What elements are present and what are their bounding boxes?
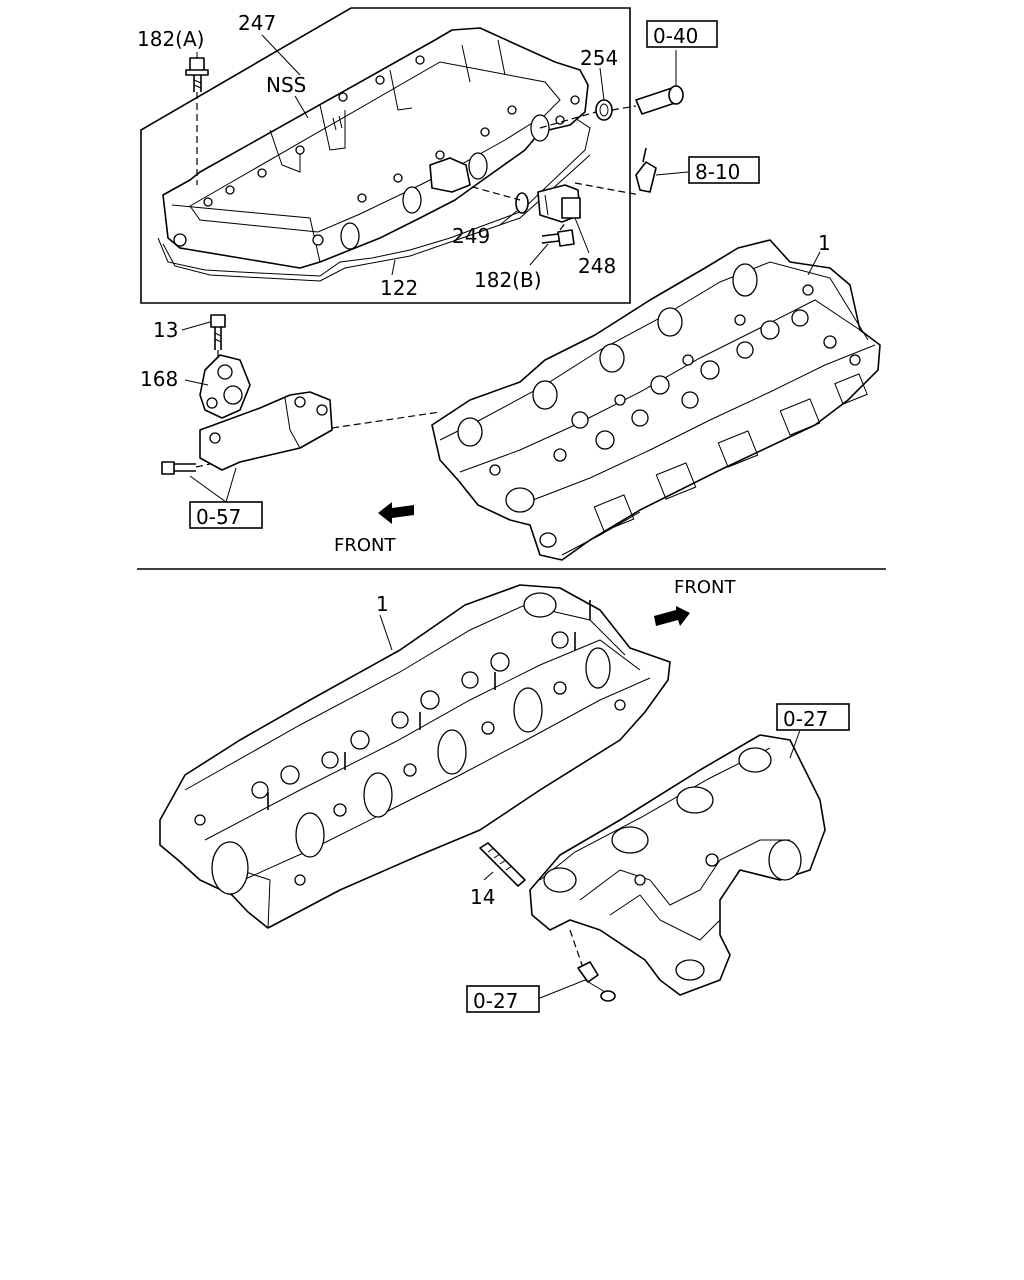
label-1-bottom: 1: [376, 592, 389, 616]
front-arrow-bottom: [654, 606, 690, 626]
label-14: 14: [470, 885, 495, 909]
ref-0-40[interactable]: 0-40: [646, 20, 718, 48]
ref-8-10-text: 8-10: [695, 160, 740, 184]
o-ring-249-icon: [515, 192, 529, 214]
label-122: 122: [380, 276, 418, 300]
label-168: 168: [140, 367, 178, 391]
lifting-bracket-icon: [199, 391, 333, 471]
label-254: 254: [580, 46, 618, 70]
label-248: 248: [578, 254, 616, 278]
part-number-labels: 182(A) 247 NSS 254 249 248 182(B) 122 1 …: [137, 11, 831, 909]
label-182a: 182(A): [137, 27, 204, 51]
label-249: 249: [452, 224, 490, 248]
front-label-top: FRONT: [334, 535, 396, 556]
label-1-top: 1: [818, 231, 831, 255]
ref-0-40-text: 0-40: [653, 24, 698, 48]
clip-8-10-icon: [635, 147, 657, 193]
ref-0-27-top[interactable]: 0-27: [776, 703, 850, 731]
bracket-assembly: [161, 314, 441, 503]
label-247: 247: [238, 11, 276, 35]
ref-0-57[interactable]: 0-57: [189, 501, 263, 529]
breather-fitting-icon: [635, 85, 684, 115]
stud-14-icon: [479, 842, 526, 887]
label-13: 13: [153, 318, 178, 342]
ref-0-57-text: 0-57: [196, 505, 241, 529]
ref-0-27-bottom[interactable]: 0-27: [466, 985, 540, 1013]
rocker-cover-inset: [140, 7, 689, 304]
ref-8-10[interactable]: 8-10: [688, 156, 760, 184]
cylinder-head-bottom: [159, 584, 671, 929]
bolt-182a-icon: [185, 57, 209, 185]
sensor-248-icon: [537, 184, 581, 223]
seal-254-icon: [595, 99, 613, 121]
cylinder-head-top: [431, 239, 881, 561]
label-182b: 182(B): [474, 268, 542, 292]
front-arrow-top: [378, 502, 414, 524]
exhaust-manifold: [529, 729, 826, 1002]
bolt-13-icon: [210, 314, 226, 360]
front-label-bottom: FRONT: [674, 577, 736, 598]
bracket-168-icon: [199, 354, 251, 419]
bolt-0-57-icon: [161, 461, 211, 475]
label-nss: NSS: [266, 73, 306, 97]
bolt-182b-icon: [541, 221, 575, 247]
ref-0-27-top-text: 0-27: [783, 707, 828, 731]
nut-0-27-icon: [569, 929, 616, 1002]
ref-0-27-bottom-text: 0-27: [473, 989, 518, 1013]
